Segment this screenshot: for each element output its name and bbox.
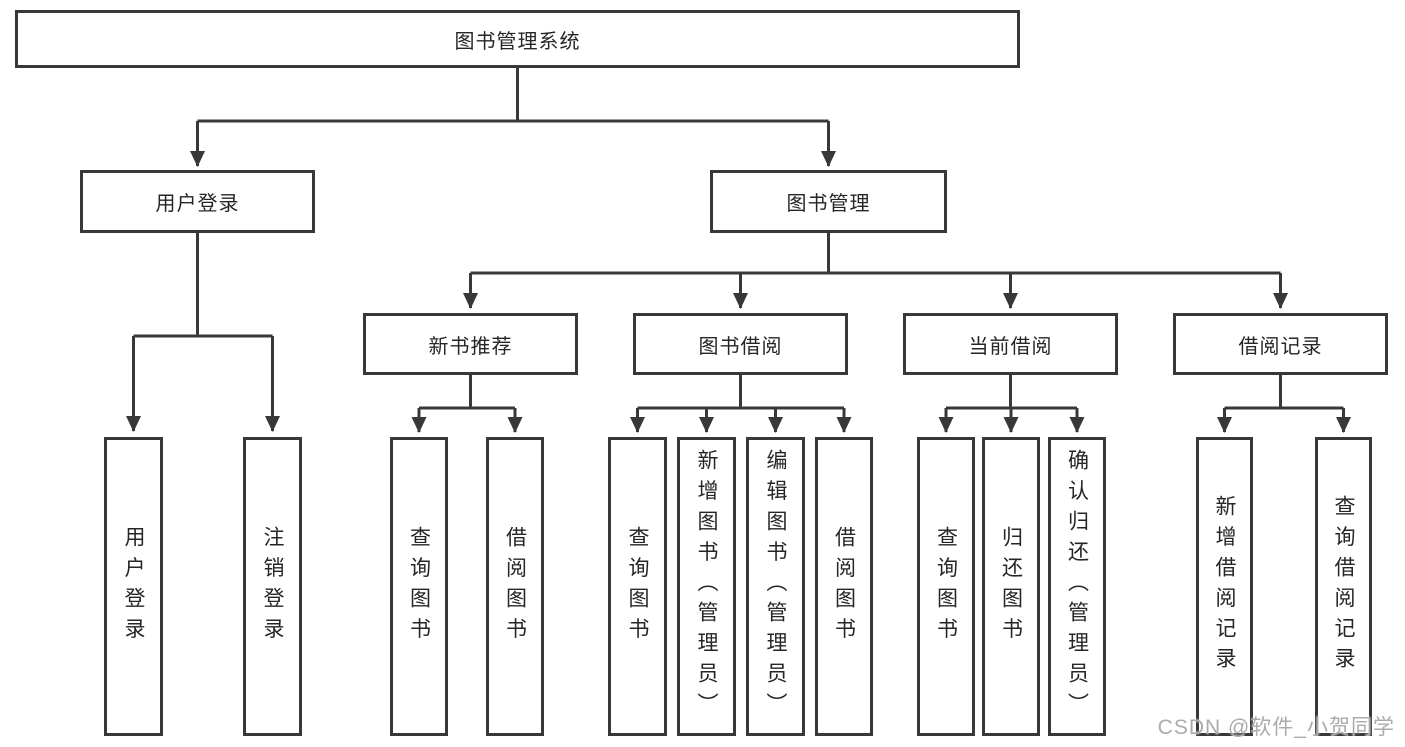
leaf-query-book-current-label: 查询图书	[934, 525, 958, 648]
leaf-logout-label: 注销登录	[261, 525, 284, 648]
leaf-confirm-return-admin: 确认归还（管理员）	[1048, 437, 1106, 736]
leaf-borrow-book-label: 借阅图书	[832, 525, 856, 648]
leaf-logout: 注销登录	[243, 437, 302, 736]
connector-arrows	[126, 121, 1351, 433]
leaf-edit-book-admin-label: 编辑图书（管理员）	[764, 449, 787, 724]
leaf-borrow-book-recommend: 借阅图书	[486, 437, 544, 736]
leaf-return-book-label: 归还图书	[999, 525, 1023, 648]
node-current-borrow: 当前借阅	[903, 313, 1118, 375]
csdn-watermark: CSDN @软件_小贺同学	[1157, 716, 1395, 739]
leaf-confirm-return-admin-label: 确认归还（管理员）	[1065, 449, 1089, 724]
leaf-borrow-book-recommend-label: 借阅图书	[503, 525, 527, 648]
leaf-query-book-borrow-label: 查询图书	[626, 525, 649, 648]
node-root: 图书管理系统	[15, 10, 1020, 68]
leaf-user-login: 用户登录	[104, 437, 163, 736]
node-new-book-recommend: 新书推荐	[363, 313, 578, 375]
connector-trunks-and-bars	[133, 68, 1344, 410]
leaf-query-book-recommend: 查询图书	[390, 437, 448, 736]
leaf-query-borrow-record-label: 查询借阅记录	[1332, 495, 1355, 678]
leaf-add-book-admin-label: 新增图书（管理员）	[695, 449, 718, 724]
leaf-query-book-borrow: 查询图书	[608, 437, 667, 736]
leaf-query-borrow-record: 查询借阅记录	[1315, 437, 1372, 736]
node-borrow-records: 借阅记录	[1173, 313, 1388, 375]
node-book-management: 图书管理	[710, 170, 947, 233]
leaf-query-book-current: 查询图书	[917, 437, 975, 736]
leaf-add-borrow-record-label: 新增借阅记录	[1213, 495, 1236, 678]
leaf-return-book: 归还图书	[982, 437, 1040, 736]
leaf-edit-book-admin: 编辑图书（管理员）	[746, 437, 805, 736]
leaf-user-login-label: 用户登录	[122, 525, 145, 648]
leaf-add-borrow-record: 新增借阅记录	[1196, 437, 1253, 736]
leaf-borrow-book: 借阅图书	[815, 437, 873, 736]
leaf-add-book-admin: 新增图书（管理员）	[677, 437, 736, 736]
leaf-query-book-recommend-label: 查询图书	[407, 525, 431, 648]
node-user-login: 用户登录	[80, 170, 315, 233]
node-book-borrow: 图书借阅	[633, 313, 848, 375]
